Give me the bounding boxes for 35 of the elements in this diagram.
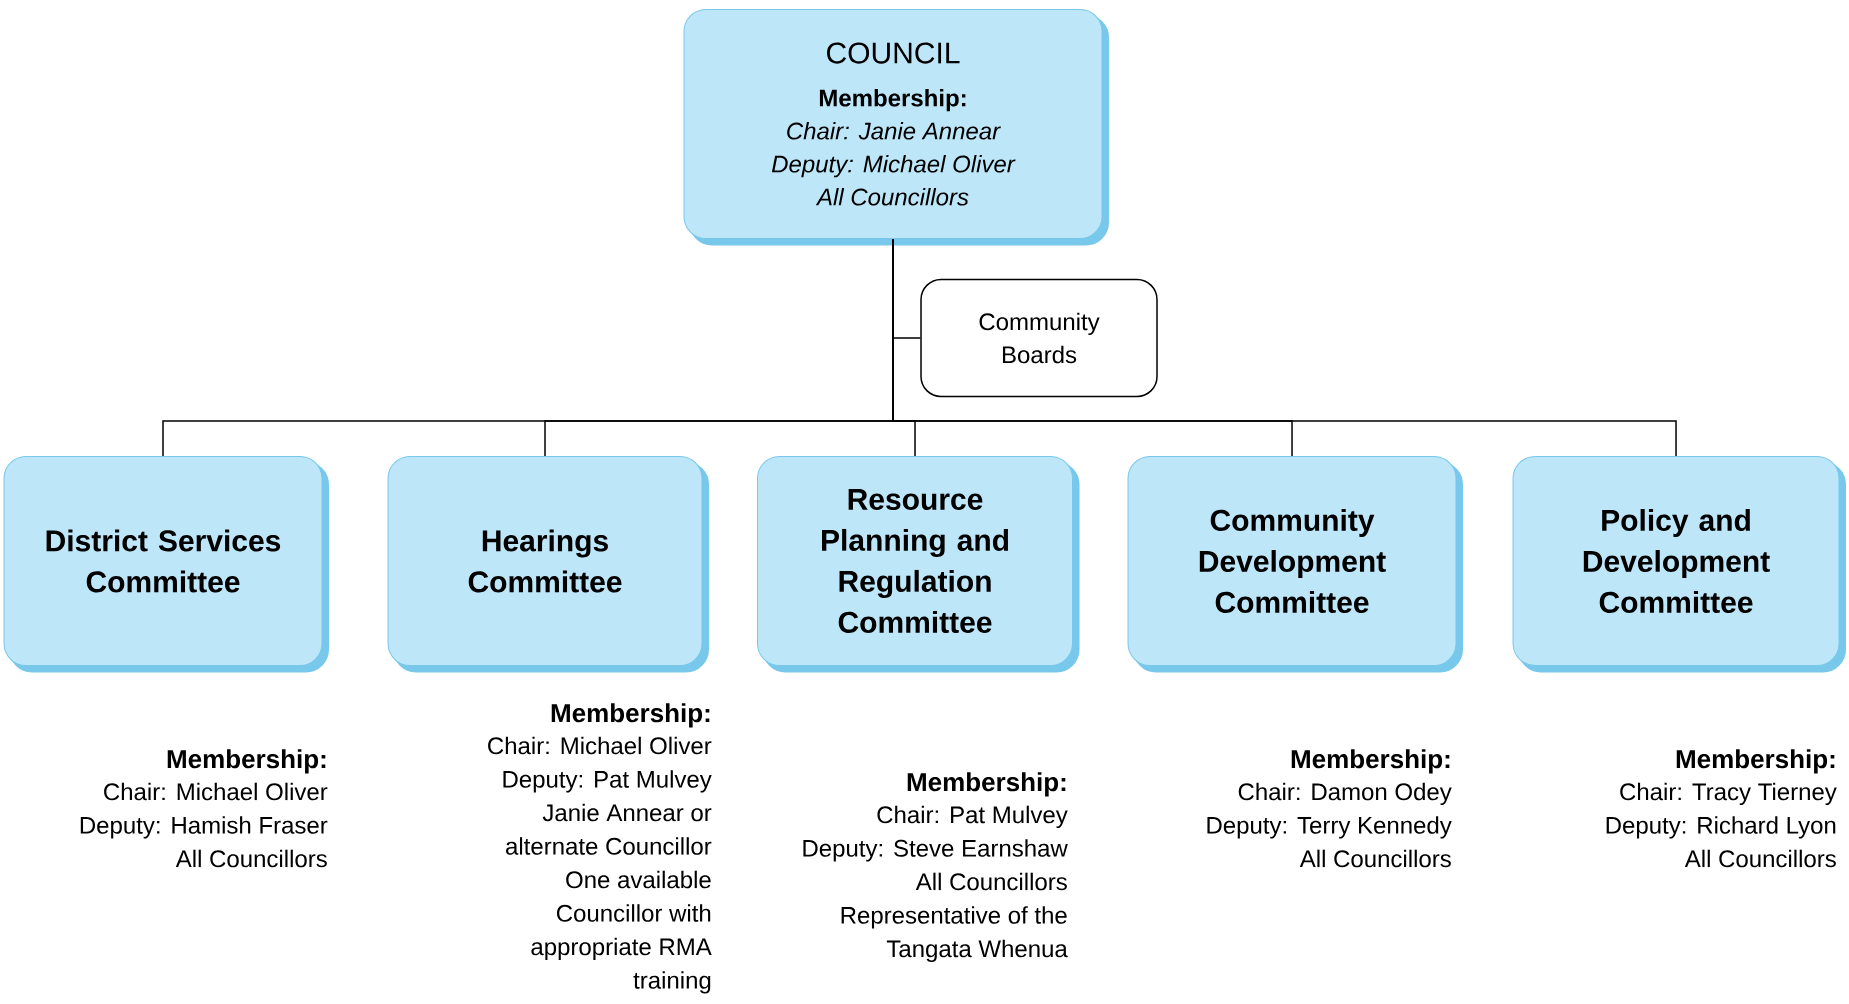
membership-text: Chair: Damon Odey <box>1238 782 1452 806</box>
membership-text: Janie Annear or <box>542 803 712 822</box>
membership-text: Chair: Michael Oliver <box>488 736 712 755</box>
board-box: Community Boards <box>920 278 1158 398</box>
membership-text: Representative of the <box>841 906 1067 929</box>
membership-text: Membership: <box>167 749 326 774</box>
membership-text: All Councillors <box>175 849 327 868</box>
membership-text: Deputy: Terry Kennedy <box>1207 816 1452 839</box>
membership-text: Membership: <box>1291 749 1450 774</box>
membership-text: All Councillors <box>1684 849 1836 868</box>
membership-text: Councillor with <box>556 904 711 922</box>
membership-text: Chair: Michael Oliver <box>104 782 328 801</box>
membership-text: alternate Councillor <box>506 837 712 855</box>
committee-box: Community Development Committee <box>1127 456 1463 673</box>
membership-text: Membership: <box>907 772 1066 797</box>
committee-box: District Services Committee <box>3 456 329 673</box>
membership-text: Chair: Pat Mulvey <box>877 805 1068 829</box>
committee-box: Hearings Committee <box>387 456 709 673</box>
membership-text: Tangata Whenua <box>886 939 1068 963</box>
membership-text: All Councillors <box>1299 849 1451 868</box>
membership-text: Deputy: Hamish Fraser <box>80 816 328 839</box>
membership-text: training <box>633 971 711 994</box>
membership-text: Membership: <box>1676 749 1835 774</box>
membership-text: Deputy: Steve Earnshaw <box>803 839 1068 862</box>
membership-text: Deputy: Richard Lyon <box>1606 816 1836 839</box>
membership-text: Chair: Tracy Tierney <box>1620 782 1837 806</box>
connector-line <box>892 238 1677 457</box>
membership-text: Membership: <box>551 703 710 728</box>
committee-box: Policy and Development Committee <box>1512 456 1846 673</box>
membership-text: One available <box>566 870 711 889</box>
membership-text: Deputy: Pat Mulvey <box>503 770 712 793</box>
membership-text: appropriate RMA <box>531 937 712 961</box>
membership-text: All Councillors <box>915 872 1067 891</box>
committee-box: Resource Planning and Regulation Committee <box>757 456 1080 673</box>
council-box: COUNCIL Membership: Chair: Janie Annear Deputy: Michael Oliver All Councillors <box>683 9 1109 246</box>
